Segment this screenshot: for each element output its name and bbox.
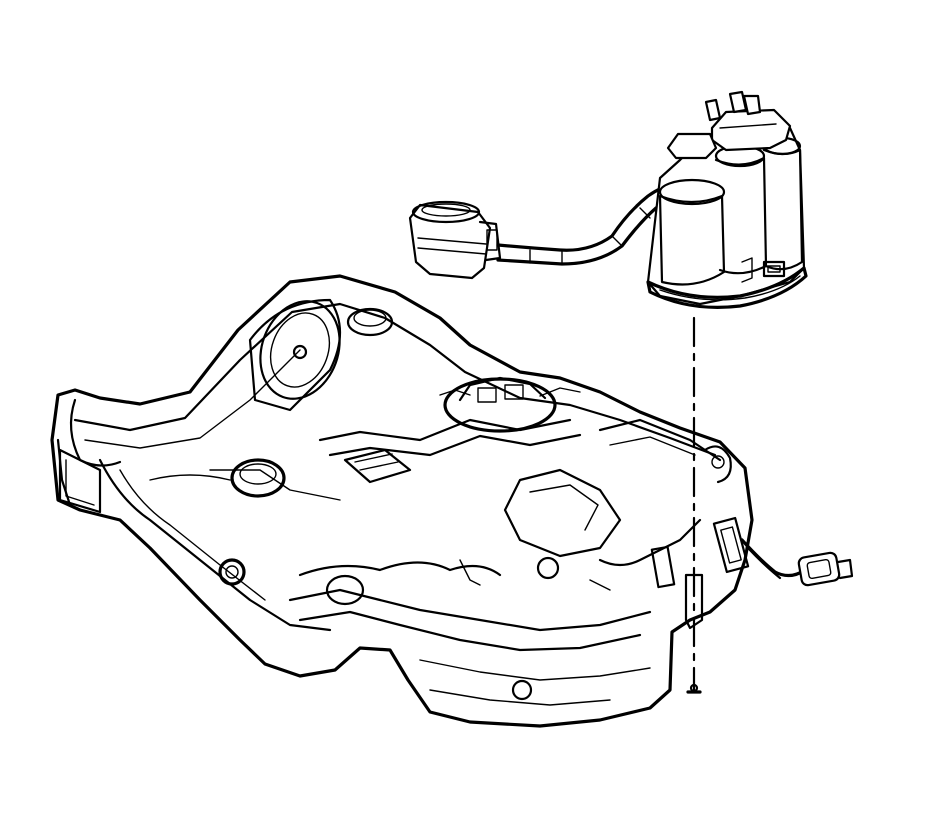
evap-canister — [646, 90, 808, 309]
fuel-tank — [50, 274, 754, 728]
mounting-bolt — [684, 316, 704, 694]
vent-solenoid — [408, 200, 502, 280]
wiring-connector — [740, 538, 854, 587]
